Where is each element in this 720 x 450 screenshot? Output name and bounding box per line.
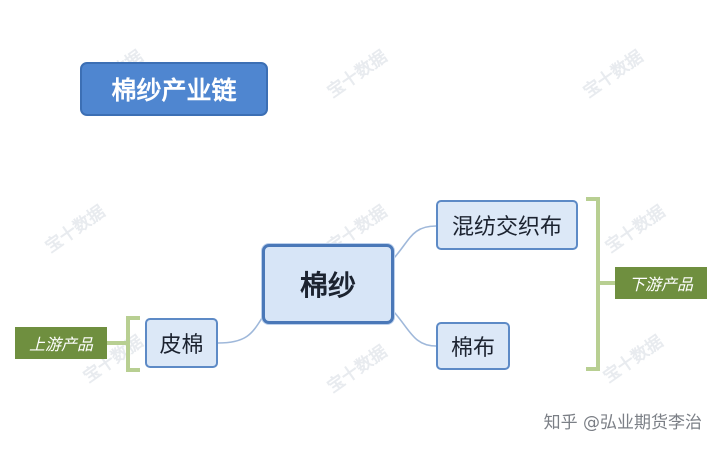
source-credit: 知乎 @弘业期货李治: [543, 413, 702, 433]
connector-center-to-cloth: [393, 311, 437, 347]
connector-center-to-blend: [393, 225, 437, 259]
bracket-downstream: [586, 197, 615, 371]
downstream-products-tag: 下游产品: [615, 267, 707, 299]
connector-center-to-lint: [217, 317, 263, 344]
node-lint-cotton: 皮棉: [145, 318, 218, 368]
center-node-cotton-yarn: 棉纱: [262, 244, 394, 324]
page-title: 棉纱产业链: [80, 62, 268, 116]
node-cotton-cloth: 棉布: [436, 322, 510, 370]
node-blended-fabric: 混纺交织布: [436, 200, 578, 250]
upstream-products-tag: 上游产品: [15, 327, 107, 359]
bracket-upstream: [107, 316, 140, 372]
